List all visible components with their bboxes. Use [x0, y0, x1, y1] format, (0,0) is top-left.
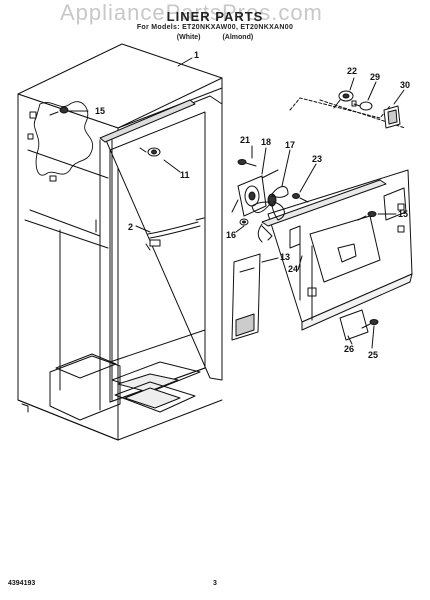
- cover-plate-26: [339, 309, 369, 341]
- screw-21: [237, 159, 257, 167]
- color-almond: (Almond): [222, 34, 254, 41]
- leader-30: [393, 89, 405, 105]
- callout-21: 21: [240, 135, 250, 145]
- watermark: AppliancePartsPros.com: [60, 0, 323, 25]
- model-numbers: For Models: ET20NKXAW00, ET20NKXAN00: [136, 24, 294, 31]
- callout-29: 29: [370, 72, 380, 82]
- callout-11: 11: [180, 170, 190, 180]
- bulb-29: [351, 100, 373, 111]
- leader-13: [261, 257, 279, 263]
- panel-13: [231, 253, 261, 341]
- screw-25: [361, 319, 379, 329]
- harness-2: [145, 217, 205, 251]
- callout-15-left: 15: [95, 106, 105, 116]
- callout-25: 25: [368, 350, 378, 360]
- leader-22: [349, 77, 355, 91]
- lens-30: [383, 105, 401, 129]
- liner-cabinet: [17, 43, 223, 441]
- callout-24: 24: [288, 264, 298, 274]
- leader-26: [347, 335, 353, 345]
- leader-17: [281, 149, 291, 187]
- callout-17: 17: [285, 140, 295, 150]
- screw-near-23: [292, 193, 309, 203]
- air-duct-23: [257, 179, 387, 243]
- callout-16: 16: [226, 230, 236, 240]
- color-white: (White): [176, 34, 201, 41]
- leader-16: [235, 225, 245, 233]
- bracket-11: [139, 147, 161, 157]
- callout-18: 18: [261, 137, 271, 147]
- leader-11: [163, 159, 181, 173]
- leader-2: [135, 225, 151, 233]
- socket-22: [333, 90, 354, 109]
- footer-part-number: 4394193: [8, 580, 36, 587]
- fan-blade-17: [251, 186, 289, 221]
- color-variants: (White) (Almond): [0, 34, 430, 41]
- leader-25: [371, 325, 375, 349]
- screw-15-left: [49, 106, 69, 116]
- callout-22: 22: [347, 66, 357, 76]
- leader-24: [297, 255, 303, 271]
- screw-15-right: [357, 211, 377, 221]
- callout-26: 26: [344, 344, 354, 354]
- callout-23: 23: [312, 154, 322, 164]
- leader-23: [299, 163, 317, 193]
- callout-1: 1: [194, 50, 199, 60]
- callout-2: 2: [128, 222, 133, 232]
- leader-1: [177, 57, 193, 67]
- footer-page-number: 3: [213, 580, 217, 587]
- diagram-title: LINER PARTS: [166, 9, 264, 24]
- callout-30: 30: [400, 80, 410, 90]
- grommet-16: [239, 218, 249, 226]
- callout-15-right: 15: [398, 209, 408, 219]
- leader-18: [261, 147, 267, 175]
- leader-29: [367, 81, 377, 101]
- callout-13: 13: [280, 252, 290, 262]
- motor-18: [231, 169, 279, 217]
